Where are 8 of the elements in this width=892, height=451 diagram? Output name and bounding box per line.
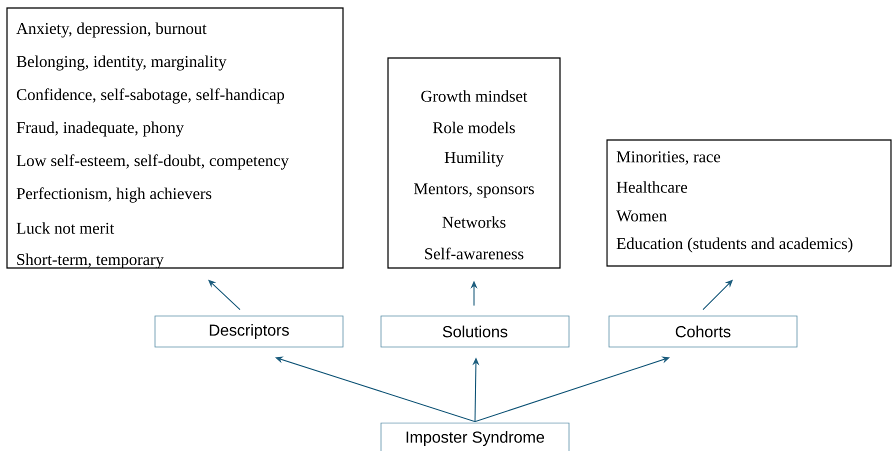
label-box: Solutions bbox=[380, 316, 570, 348]
label-box: Imposter Syndrome bbox=[380, 422, 570, 451]
list-box: Growth mindset Role models Humility Mentors, sponsors Networks Self-awareness bbox=[387, 57, 561, 269]
list-box: Minorities, race Healthcare Women Education (students and academics) bbox=[606, 139, 892, 267]
arrow bbox=[208, 280, 240, 310]
list-box: Anxiety, depression, burnout Belonging, identity, marginality Confidence, self-sabotage, self-handicap Fraud, inadequate, phony Low self-esteem, self-doubt, competency Perfectionism, high achievers Luck not merit Short-term, temporary bbox=[6, 7, 344, 269]
label-box: Descriptors bbox=[154, 316, 344, 348]
label-box: Cohorts bbox=[608, 316, 798, 348]
